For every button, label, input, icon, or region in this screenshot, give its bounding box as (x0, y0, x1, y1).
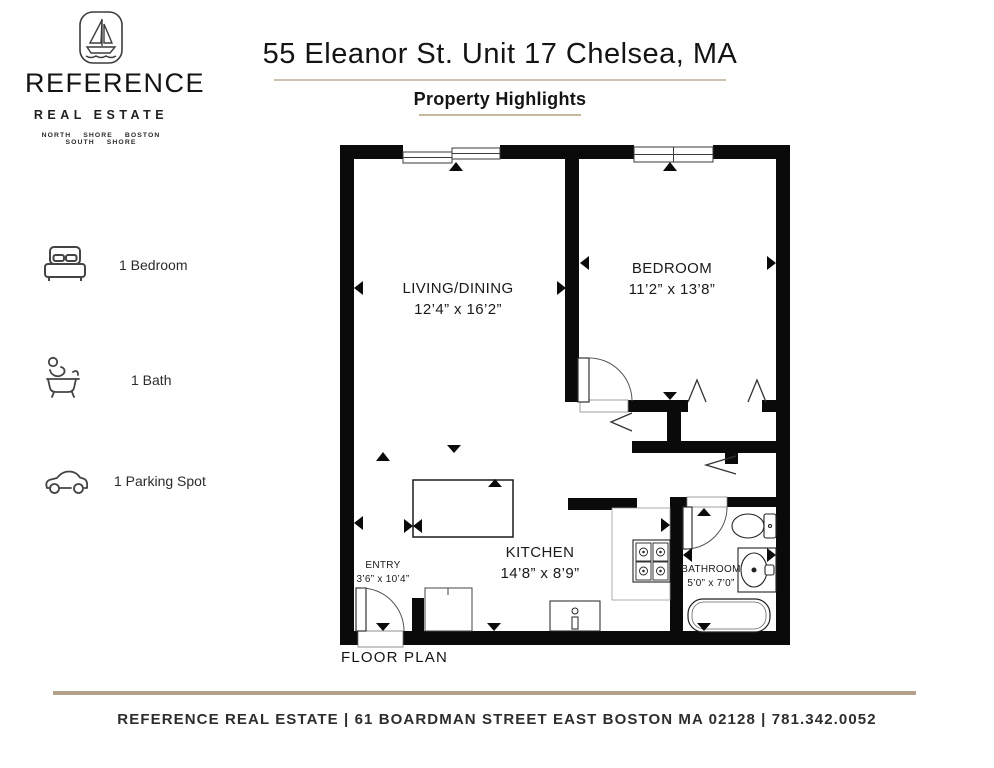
highlight-label: 1 Parking Spot (114, 473, 206, 489)
room-dimensions: 14’8” x 8’9” (500, 565, 580, 582)
room-dimensions: 12’4” x 16’2” (414, 301, 502, 318)
room-name: KITCHEN (505, 544, 575, 561)
bathtub (687, 598, 771, 633)
bedroom-door (577, 357, 633, 413)
sailboat-icon (79, 11, 123, 64)
closet-doors (609, 378, 767, 475)
brand-logo: REFERENCE REAL ESTATE NORTH SHORE BOSTON… (25, 10, 206, 146)
window-bedroom (633, 146, 714, 163)
highlight-label: 1 Bedroom (119, 257, 188, 273)
bathtub-icon (46, 356, 80, 398)
room-name: ENTRY (365, 560, 401, 571)
highlight-label: 1 Bath (131, 372, 172, 388)
bed-icon (44, 246, 86, 281)
window-living (402, 147, 501, 164)
page-subtitle: Property Highlights (413, 89, 587, 109)
room-dimensions: 11’2” x 13’8” (628, 281, 716, 298)
highlight-bath: 1 Bath (42, 356, 171, 404)
dimension-arrows (354, 162, 776, 631)
refrigerator (424, 587, 473, 632)
page-title: 55 Eleanor St. Unit 17 Chelsea, MA (262, 38, 738, 70)
room-label-entry: ENTRY 3’6” x 10’4” (345, 559, 421, 587)
walls (340, 145, 790, 645)
room-name: BEDROOM (631, 260, 713, 277)
footer-contact: REFERENCE REAL ESTATE | 61 BOARDMAN STRE… (117, 711, 877, 728)
room-dimensions: 5’0” x 7’0” (687, 578, 735, 589)
title-underline (274, 79, 726, 81)
room-label-kitchen: KITCHEN 14’8” x 8’9” (470, 542, 610, 584)
bathroom-door (682, 496, 728, 550)
room-label-bedroom: BEDROOM 11’2” x 13’8” (604, 258, 740, 300)
kitchen-island (412, 479, 514, 538)
room-label-bathroom: BATHROOM 5’0” x 7’0” (673, 563, 749, 591)
header: 55 Eleanor St. Unit 17 Chelsea, MA Prope… (228, 38, 772, 116)
toilet (731, 513, 777, 539)
floor-plan-caption: FLOOR PLAN (341, 649, 449, 666)
subtitle-underline (419, 114, 581, 116)
highlight-bedroom: 1 Bedroom (42, 244, 187, 286)
entry-door (355, 587, 405, 648)
highlight-parking: 1 Parking Spot (42, 464, 206, 498)
room-name: LIVING/DINING (402, 280, 514, 297)
car-icon (45, 470, 89, 494)
footer-divider (53, 691, 916, 695)
room-name: BATHROOM (681, 564, 741, 575)
floor-plan-drawing (340, 145, 790, 648)
brand-subtitle: REAL ESTATE (33, 108, 169, 122)
brand-name: REFERENCE (25, 68, 206, 98)
room-dimensions: 3’6” x 10’4” (356, 574, 410, 585)
kitchen-sink (549, 600, 601, 632)
room-label-living-dining: LIVING/DINING 12’4” x 16’2” (388, 278, 528, 320)
brand-regions: NORTH SHORE BOSTON SOUTH SHORE (41, 132, 161, 146)
stove (632, 539, 671, 583)
